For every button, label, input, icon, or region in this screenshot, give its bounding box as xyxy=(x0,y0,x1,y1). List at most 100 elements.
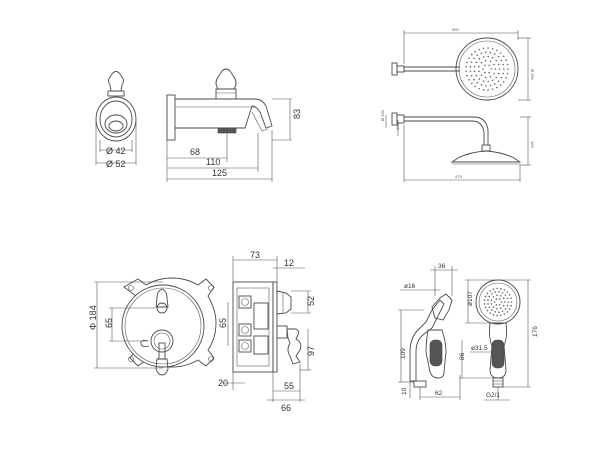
nozzle-dot xyxy=(501,310,504,312)
nozzle-dot xyxy=(500,295,502,297)
nozzle-dot xyxy=(500,314,502,317)
spout-reach-110: 110 xyxy=(206,157,220,167)
nozzle-dot xyxy=(478,48,481,51)
nozzle-dot xyxy=(497,80,500,83)
nozzle-dot xyxy=(478,58,481,60)
nozzle-dot xyxy=(488,71,490,74)
nozzle-dot xyxy=(499,52,502,54)
hand-thread: G2/1 xyxy=(486,392,500,399)
nozzle-dot xyxy=(488,64,490,67)
nozzle-dot xyxy=(500,76,503,79)
nozzle-dot xyxy=(489,75,492,78)
hand-d86: 86 xyxy=(459,352,466,360)
nozzle-dot xyxy=(478,78,481,80)
nozzle-dot xyxy=(482,88,485,91)
spout-dia-outer: Ø 52 xyxy=(106,159,126,169)
nozzle-dot xyxy=(486,292,489,295)
nozzle-dot xyxy=(488,295,491,298)
nozzle-dot xyxy=(489,51,492,54)
hand-shower-side-view: 36 ø16 109 10 62 xyxy=(398,263,461,400)
nozzle-dot xyxy=(506,297,509,300)
valve-side-view: 73 12 52 97 65 20 55 66 xyxy=(218,250,316,413)
nozzle-dot xyxy=(500,301,503,303)
nozzle-dot xyxy=(480,61,483,64)
nozzle-dot xyxy=(475,61,478,64)
nozzle-dot xyxy=(494,68,497,70)
hand-d109: 109 xyxy=(400,348,407,359)
nozzle-dot xyxy=(493,301,496,303)
nozzle-dot xyxy=(478,87,481,90)
nozzle-dot xyxy=(471,53,473,56)
nozzle-dot xyxy=(485,76,487,79)
nozzle-dot xyxy=(495,304,498,306)
nozzle-dot xyxy=(492,314,495,316)
nozzle-dot xyxy=(487,303,489,305)
nozzle-dot xyxy=(487,55,490,58)
nozzle-dot xyxy=(478,70,480,73)
nozzle-dot xyxy=(492,288,495,291)
nozzle-dot xyxy=(496,49,498,52)
nozzle-dot xyxy=(489,84,492,87)
hand-d36: 36 xyxy=(438,263,446,270)
nozzle-dot xyxy=(496,287,498,290)
nozzle-dot xyxy=(493,53,496,55)
nozzle-dot xyxy=(510,297,512,300)
nozzle-dot xyxy=(478,65,480,68)
hand-dia16: ø16 xyxy=(404,283,416,290)
nozzle-dot xyxy=(466,74,468,77)
nozzle-dot xyxy=(468,79,470,81)
nozzle-dot xyxy=(484,295,487,298)
nozzle-dot xyxy=(471,82,473,85)
nozzle-dot xyxy=(492,296,495,298)
nozzle-dot xyxy=(473,70,476,73)
overhead-head-dia: Ø 250 xyxy=(530,69,535,81)
nozzle-dot xyxy=(499,84,502,86)
hand-dia107: ø107 xyxy=(467,291,474,306)
nozzle-dot xyxy=(506,72,509,75)
nozzle-dot xyxy=(476,54,479,57)
nozzle-dot xyxy=(490,303,493,305)
overhead-total: 475 xyxy=(455,174,462,179)
nozzle-dot xyxy=(504,301,506,303)
valve-plate-dia: Φ 184 xyxy=(88,305,98,330)
nozzle-dot xyxy=(495,76,498,79)
valve-front-offset: 65 xyxy=(104,318,114,328)
nozzle-dot xyxy=(503,313,506,315)
valve-d66: 66 xyxy=(281,403,291,413)
nozzle-dot xyxy=(487,80,490,83)
nozzle-dot xyxy=(482,68,484,70)
hand-nozzles xyxy=(483,287,513,317)
nozzle-dot xyxy=(510,301,513,303)
nozzle-dot xyxy=(502,297,505,300)
nozzle-dot xyxy=(473,78,475,81)
nozzle-dot xyxy=(484,64,486,67)
nozzle-dot xyxy=(469,65,472,68)
nozzle-dot xyxy=(504,308,507,310)
nozzle-dot xyxy=(502,63,505,66)
nozzle-dot xyxy=(500,307,502,310)
overhead-height: 183 xyxy=(530,141,535,148)
nozzle-dot xyxy=(484,71,486,74)
valve-d52: 52 xyxy=(306,296,316,306)
nozzle-dot xyxy=(470,61,473,64)
nozzle-dot xyxy=(482,47,485,50)
nozzle-dot xyxy=(505,59,507,61)
overhead-drop: 125 xyxy=(395,123,400,130)
nozzle-dot xyxy=(485,51,487,53)
spout-height: 83 xyxy=(292,109,302,119)
nozzle-dot xyxy=(488,306,491,309)
nozzle-dot xyxy=(476,81,479,84)
valve-front-view: Φ 184 65 xyxy=(88,277,217,376)
nozzle-dot xyxy=(474,50,477,53)
nozzle-dot xyxy=(485,59,487,62)
nozzle-dot xyxy=(496,314,498,317)
nozzle-dot xyxy=(489,60,492,63)
nozzle-dot xyxy=(508,294,511,296)
nozzle-dot xyxy=(504,294,507,296)
nozzle-dot xyxy=(510,304,512,307)
valve-d12: 12 xyxy=(284,258,294,268)
nozzle-dot xyxy=(498,291,500,293)
spout-reach-68: 68 xyxy=(190,147,200,157)
hand-d10: 10 xyxy=(401,387,408,395)
